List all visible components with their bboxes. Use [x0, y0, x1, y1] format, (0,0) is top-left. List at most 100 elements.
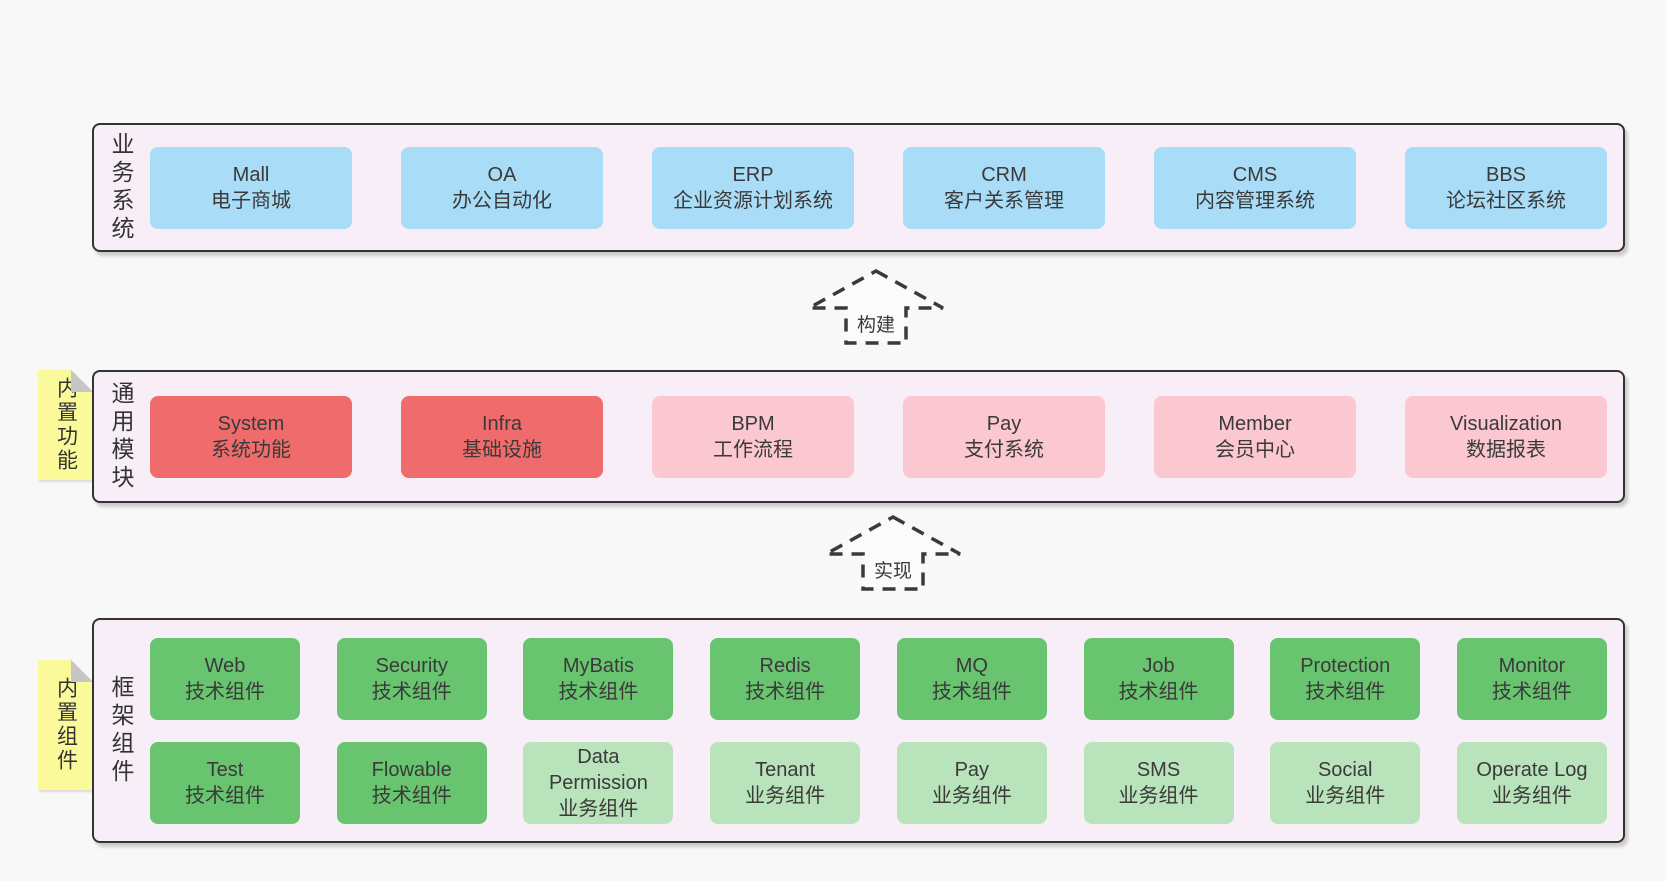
- box-data-permission: Data Permission 业务组件: [523, 741, 674, 824]
- box-title: CMS: [1232, 163, 1278, 186]
- box-title: MyBatis: [562, 654, 634, 677]
- box-subtitle: 技术组件: [1305, 680, 1386, 703]
- box-monitor: Monitor 技术组件: [1456, 637, 1607, 720]
- box-redis: Redis 技术组件: [710, 637, 861, 720]
- box-title: Protection: [1300, 654, 1391, 677]
- box-subtitle: 技术组件: [185, 784, 265, 807]
- box-title: CRM: [981, 163, 1027, 186]
- sticky-note-text: 内置功能: [54, 377, 78, 473]
- box-title: Monitor: [1498, 654, 1566, 677]
- box-title: Job: [1142, 654, 1175, 677]
- box-member: Member 会员中心: [1154, 395, 1356, 478]
- box-cms: CMS 内容管理系统: [1154, 146, 1356, 229]
- box-title: Pay: [954, 758, 990, 781]
- box-crm: CRM 客户关系管理: [903, 146, 1105, 229]
- box-subtitle: 技术组件: [931, 680, 1012, 703]
- box-subtitle: 技术组件: [371, 680, 452, 703]
- box-infra: Infra 基础设施: [401, 395, 603, 478]
- box-subtitle: 电子商城: [211, 189, 291, 212]
- box-visualization: Visualization 数据报表: [1405, 395, 1607, 478]
- box-subtitle: 业务组件: [745, 784, 826, 807]
- box-security: Security 技术组件: [336, 637, 487, 720]
- box-title: Flowable: [371, 758, 452, 781]
- box-mq: MQ 技术组件: [896, 637, 1047, 720]
- box-subtitle: 业务组件: [1491, 784, 1572, 807]
- box-subtitle: 论坛社区系统: [1446, 189, 1566, 212]
- folded-corner-icon: [71, 660, 93, 682]
- box-subtitle: 业务组件: [1118, 784, 1199, 807]
- up-arrow-icon: [808, 269, 944, 345]
- box-protection: Protection 技术组件: [1270, 637, 1421, 720]
- box-oa: OA 办公自动化: [401, 146, 603, 229]
- box-title: Test: [206, 758, 244, 781]
- folded-corner-icon: [71, 370, 93, 392]
- box-title: Redis: [759, 654, 811, 677]
- arrow-implement: 实现: [822, 514, 964, 592]
- section-label: 通用模块: [108, 380, 134, 493]
- box-title: Data Permission: [548, 745, 648, 794]
- box-subtitle: 客户关系管理: [944, 189, 1064, 212]
- arrow-build: 构建: [805, 268, 947, 346]
- box-bpm: BPM 工作流程: [652, 395, 854, 478]
- box-subtitle: 技术组件: [371, 784, 452, 807]
- box-subtitle: 会员中心: [1215, 438, 1295, 461]
- box-subtitle: 技术组件: [745, 680, 826, 703]
- box-subtitle: 企业资源计划系统: [673, 189, 833, 212]
- box-social: Social 业务组件: [1270, 741, 1421, 824]
- box-title: Pay: [986, 412, 1022, 435]
- box-tenant: Tenant 业务组件: [710, 741, 861, 824]
- sticky-note-built-in-components: 内置组件: [38, 660, 93, 790]
- arrow-label: 构建: [856, 315, 895, 336]
- box-title: Visualization: [1450, 412, 1562, 435]
- box-title: SMS: [1136, 758, 1181, 781]
- box-subtitle: 工作流程: [713, 438, 793, 461]
- box-title: BPM: [731, 412, 775, 435]
- box-title: MQ: [955, 654, 988, 677]
- box-pay: Pay 业务组件: [896, 741, 1047, 824]
- box-title: Infra: [481, 412, 523, 435]
- box-subtitle: 业务组件: [558, 797, 639, 820]
- sticky-note-text: 内置组件: [54, 677, 78, 773]
- box-title: Mall: [232, 163, 270, 186]
- box-title: Security: [375, 654, 448, 677]
- box-title: Member: [1218, 412, 1292, 435]
- section-label: 框架组件: [108, 674, 134, 787]
- box-test: Test 技术组件: [150, 741, 300, 824]
- box-subtitle: 系统功能: [211, 438, 291, 461]
- box-title: Social: [1317, 758, 1373, 781]
- box-subtitle: 业务组件: [931, 784, 1012, 807]
- box-title: OA: [487, 163, 517, 186]
- box-subtitle: 业务组件: [1305, 784, 1386, 807]
- box-job: Job 技术组件: [1083, 637, 1234, 720]
- box-web: Web 技术组件: [150, 637, 300, 720]
- box-subtitle: 技术组件: [185, 680, 265, 703]
- arrow-label: 实现: [873, 561, 912, 582]
- box-subtitle: 基础设施: [462, 438, 542, 461]
- box-subtitle: 技术组件: [1491, 680, 1572, 703]
- up-arrow-icon: [825, 515, 961, 591]
- box-subtitle: 内容管理系统: [1195, 189, 1315, 212]
- box-subtitle: 办公自动化: [452, 189, 552, 212]
- box-subtitle: 数据报表: [1466, 438, 1546, 461]
- box-title: Tenant: [755, 758, 816, 781]
- box-flowable: Flowable 技术组件: [336, 741, 487, 824]
- box-subtitle: 技术组件: [558, 680, 639, 703]
- box-subtitle: 技术组件: [1118, 680, 1199, 703]
- sticky-note-built-in-features: 内置功能: [38, 370, 93, 480]
- box-title: Web: [204, 654, 246, 677]
